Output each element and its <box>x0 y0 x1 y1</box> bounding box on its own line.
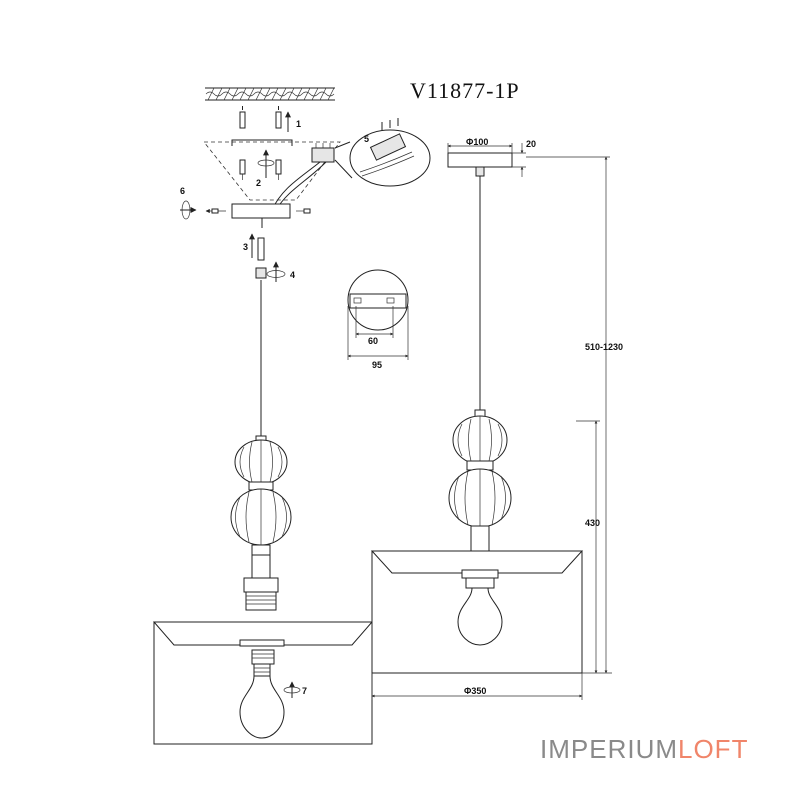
light-bulb: 7 <box>239 663 307 739</box>
mounting-bracket: 2 <box>203 139 341 201</box>
shade-diameter-label: Φ350 <box>464 686 486 696</box>
assembled-view: Φ100 20 510-1230 <box>370 137 623 700</box>
terminal-detail-callout: 5 <box>334 118 431 187</box>
step-2-label: 2 <box>256 178 261 188</box>
brand-part-2: LOFT <box>678 734 749 764</box>
step-1-label: 1 <box>296 119 301 129</box>
canopy-height-label: 20 <box>526 139 536 149</box>
hole-spacing-label: 60 <box>368 336 378 346</box>
model-number: V11877-1P <box>410 78 520 103</box>
lamp-holder <box>243 554 279 611</box>
assembled-shade <box>370 550 584 674</box>
canopy <box>447 152 513 168</box>
brand-logo: IMPERIUMLOFT <box>540 734 748 765</box>
body-height-label: 430 <box>585 518 600 528</box>
step-6-label: 6 <box>180 186 185 196</box>
step-4-label: 4 <box>290 270 295 280</box>
bracket-detail: 60 95 <box>347 269 409 370</box>
bracket-width-label: 95 <box>372 360 382 370</box>
glass-spheres <box>230 435 292 556</box>
brand-part-1: IMPERIUM <box>540 734 678 764</box>
step-5-label: 5 <box>364 134 369 144</box>
step-7-label: 7 <box>302 686 307 696</box>
step-3-label: 3 <box>243 242 248 252</box>
total-height-label: 510-1230 <box>585 342 623 352</box>
exploded-view: 1 2 5 <box>152 87 431 745</box>
terminal-block <box>271 143 335 211</box>
canopy-diameter-label: Φ100 <box>466 137 488 147</box>
ceiling-hatch <box>205 87 335 101</box>
canopy-plate: 6 <box>180 186 311 228</box>
assembled-spheres <box>448 409 512 555</box>
cable-grip: 3 4 <box>243 233 295 282</box>
wall-anchors: 1 <box>239 106 301 132</box>
